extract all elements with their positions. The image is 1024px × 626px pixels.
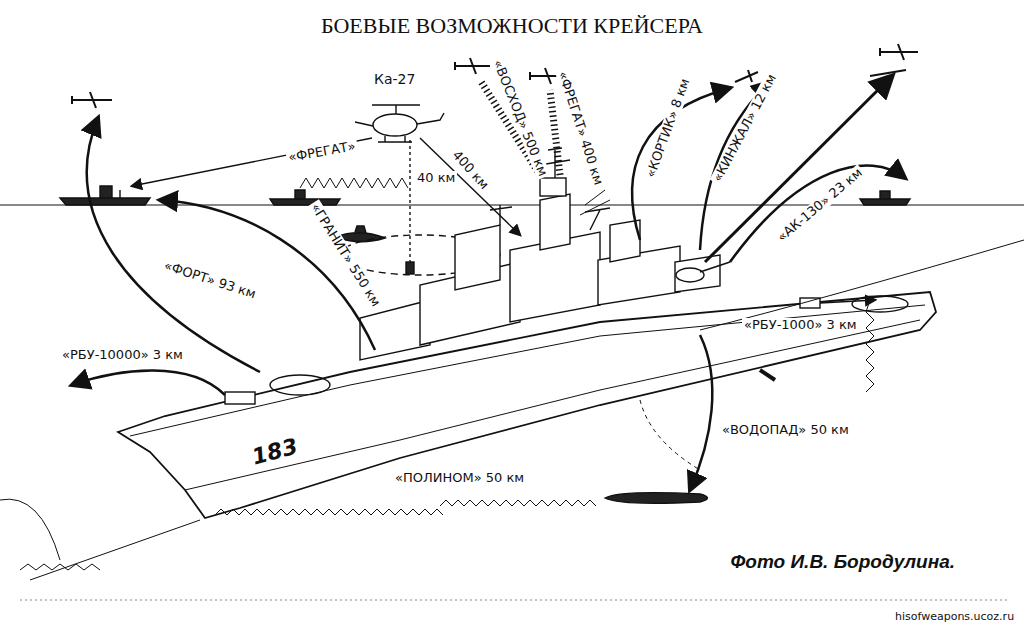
weapon-label: Ка-27 bbox=[372, 72, 417, 87]
weapon-label: «ПОЛИНОМ» 50 км bbox=[393, 471, 526, 485]
weapon-label: «ФРЕГАТ» bbox=[285, 139, 358, 166]
weapon-label: «ГРАНИТ» 550 км bbox=[307, 199, 384, 311]
weapon-label: «РБУ-1000» 3 км bbox=[742, 318, 859, 332]
weapon-label: «ФРЕГАТ» 400 км bbox=[555, 68, 607, 189]
weapon-label: «КИНЖАЛ» 12 км bbox=[710, 70, 781, 186]
weapon-label: «ВОДОПАД» 50 км bbox=[720, 423, 851, 437]
watermark: hisofweapons.ucoz.ru bbox=[893, 611, 1016, 623]
weapon-label: 40 км bbox=[415, 171, 457, 185]
weapon-label: «ФОРТ» 93 км bbox=[160, 258, 259, 302]
weapon-label: «РБУ-10000» 3 км bbox=[60, 348, 185, 362]
diagram-title: БОЕВЫЕ ВОЗМОЖНОСТИ КРЕЙСЕРА bbox=[0, 14, 1024, 38]
weapon-label: «КОРТИК» 8 км bbox=[643, 75, 693, 182]
photo-credit: Фото И.В. Бородулина. bbox=[730, 552, 955, 573]
weapon-label: «ВОСХОД» 500 км bbox=[489, 56, 550, 180]
